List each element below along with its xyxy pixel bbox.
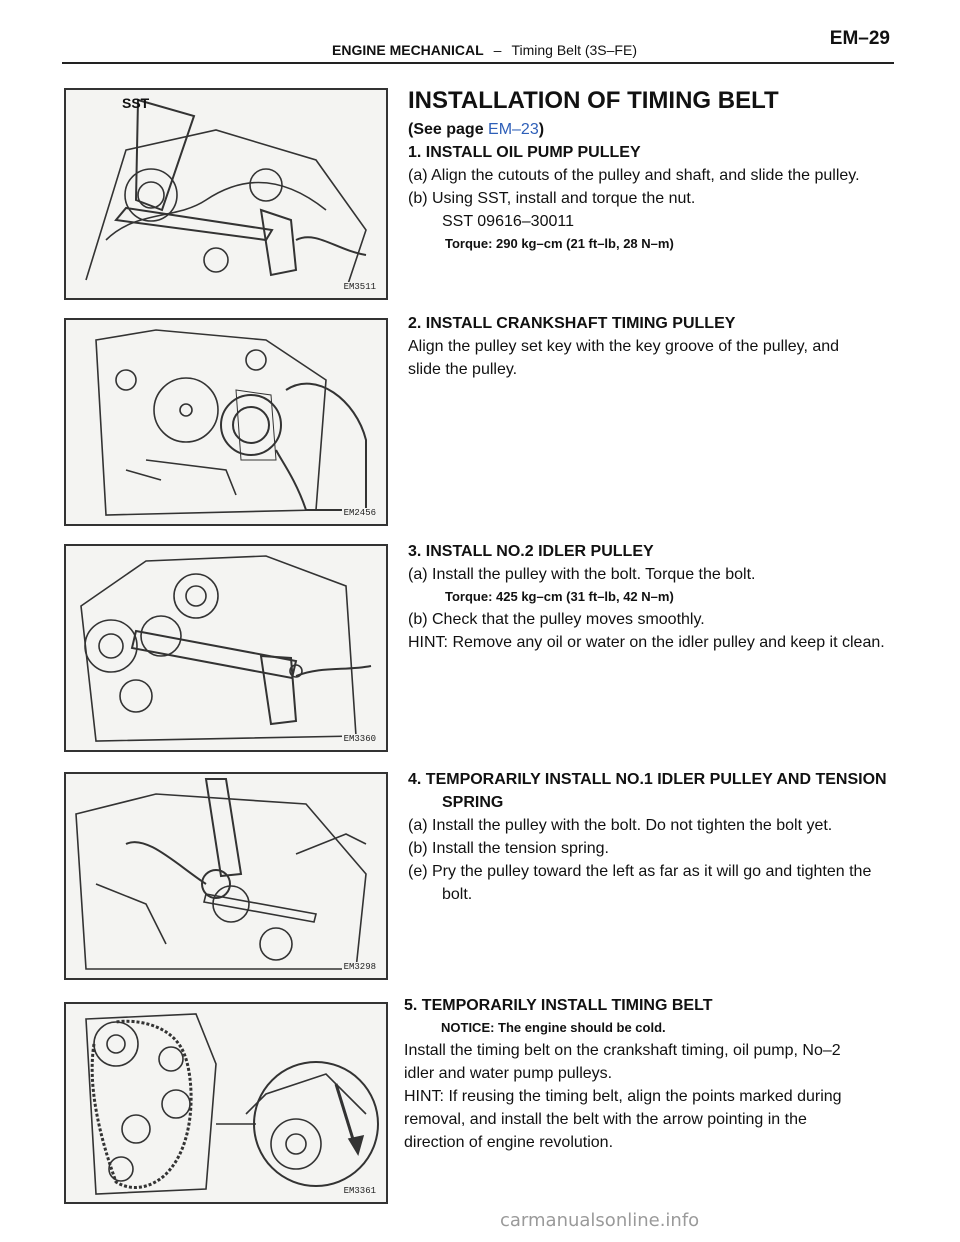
header-section: ENGINE MECHANICAL [332, 42, 484, 58]
watermark: carmanualsonline.info [500, 1210, 700, 1231]
step-5-body: Install the timing belt on the crankshaf… [404, 1042, 841, 1082]
figure-idler-pulley: EM3360 [64, 544, 388, 752]
see-page-suffix: ) [538, 121, 545, 138]
step-5-notice: NOTICE: The engine should be cold. [441, 1020, 666, 1035]
step-4e: (e) Pry the pulley toward the left as fa… [408, 863, 872, 903]
figure-crankshaft-pulley: EM2456 [64, 318, 388, 526]
section-install-timing-belt: 5. TEMPORARILY INSTALL TIMING BELT NOTIC… [404, 994, 884, 1154]
figure-code: EM3360 [341, 734, 378, 744]
section-install-no2-idler-pulley: 3. INSTALL NO.2 IDLER PULLEY (a) Install… [408, 540, 888, 654]
step-3-torque: Torque: 425 kg–cm (31 ft–lb, 42 N–m) [445, 589, 674, 604]
step-3b: (b) Check that the pulley moves smoothly… [408, 611, 705, 628]
page-header: ENGINE MECHANICAL–Timing Belt (3S–FE) EM… [62, 22, 894, 64]
figure-no1-idler-pulley: EM3298 [64, 772, 388, 980]
step-1b: (b) Using SST, install and torque the nu… [408, 190, 696, 207]
see-page-reference: (See page EM–23) [408, 118, 888, 141]
step-5-heading: 5. TEMPORARILY INSTALL TIMING BELT [404, 997, 713, 1014]
step-1-sst: SST 09616–30011 [442, 213, 574, 230]
section-install-crankshaft-pulley: 2. INSTALL CRANKSHAFT TIMING PULLEY Alig… [408, 312, 888, 381]
header-section-title: ENGINE MECHANICAL–Timing Belt (3S–FE) [332, 42, 637, 58]
step-1a: (a) Align the cutouts of the pulley and … [408, 167, 860, 184]
figure-crankshaft-pulley-drawing [95, 329, 367, 516]
section-install-no1-idler-pulley: 4. TEMPORARILY INSTALL NO.1 IDLER PULLEY… [408, 768, 888, 906]
section-install-oil-pump-pulley: INSTALLATION OF TIMING BELT (See page EM… [408, 86, 888, 255]
figure-oil-pump-pulley: SST EM3511 [64, 88, 388, 300]
step-4-heading: 4. TEMPORARILY INSTALL NO.1 IDLER PULLEY… [408, 771, 887, 811]
figure-code: EM3298 [341, 962, 378, 972]
see-page-prefix: (See page [408, 121, 489, 138]
see-page-link[interactable]: EM–23 [488, 121, 539, 138]
step-3a: (a) Install the pulley with the bolt. To… [408, 566, 756, 583]
sst-label: SST [122, 95, 150, 111]
page-number: EM–29 [829, 28, 890, 49]
figure-code: EM3511 [341, 282, 378, 292]
step-3-hint: HINT: Remove any oil or water on the idl… [408, 634, 885, 651]
figure-code: EM2456 [341, 508, 378, 518]
step-1-heading: 1. INSTALL OIL PUMP PULLEY [408, 144, 641, 161]
header-separator: – [493, 42, 502, 58]
step-2-heading: 2. INSTALL CRANKSHAFT TIMING PULLEY [408, 315, 736, 332]
header-subsection: Timing Belt (3S–FE) [511, 42, 637, 58]
step-4b: (b) Install the tension spring. [408, 840, 609, 857]
figure-timing-belt-drawing [85, 1013, 379, 1195]
step-4a: (a) Install the pulley with the bolt. Do… [408, 817, 833, 834]
figure-no1-idler-pulley-drawing [75, 778, 367, 970]
figure-timing-belt: EM3361 [64, 1002, 388, 1204]
page-title: INSTALLATION OF TIMING BELT [408, 87, 779, 114]
figure-oil-pump-pulley-drawing [85, 98, 367, 291]
step-1-torque: Torque: 290 kg–cm (21 ft–lb, 28 N–m) [445, 236, 674, 251]
figure-code: EM3361 [341, 1186, 378, 1196]
step-3-heading: 3. INSTALL NO.2 IDLER PULLEY [408, 543, 654, 560]
step-5-hint: HINT: If reusing the timing belt, align … [404, 1088, 842, 1151]
step-2-body: Align the pulley set key with the key gr… [408, 338, 840, 378]
figure-idler-pulley-drawing [80, 555, 372, 742]
